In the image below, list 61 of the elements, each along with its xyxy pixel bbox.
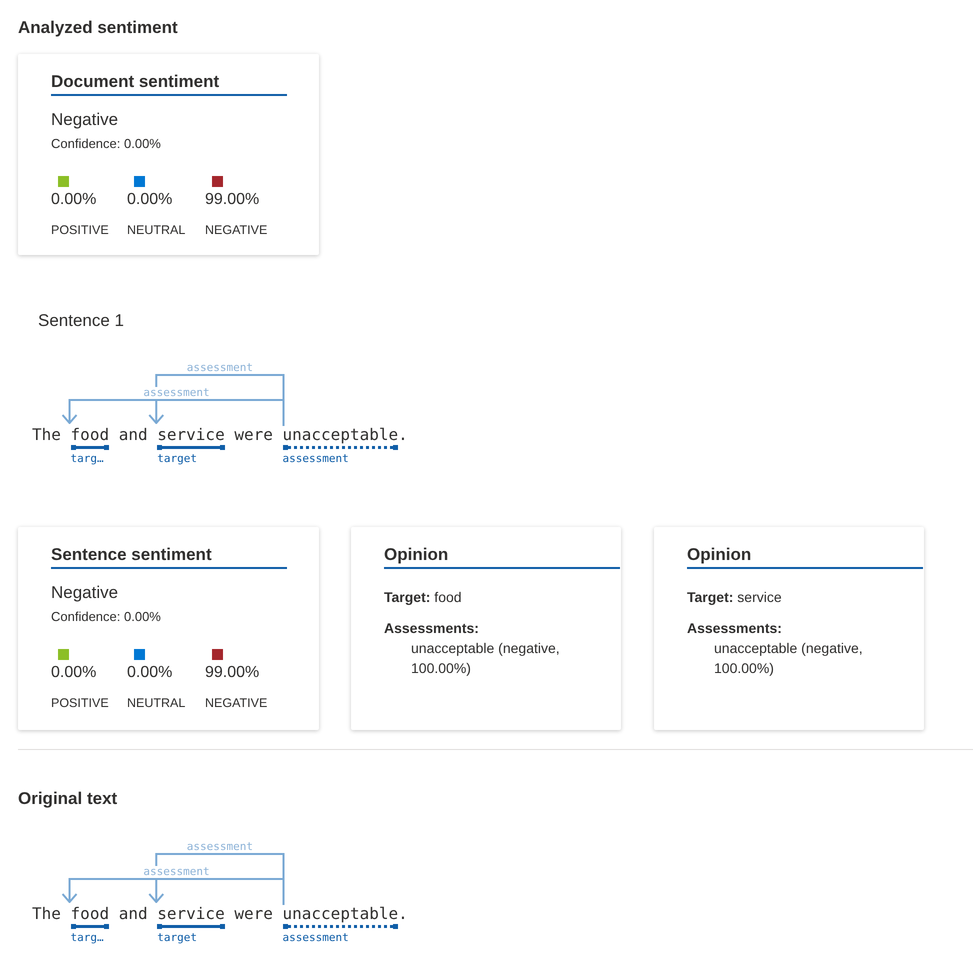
highlighted-word: service <box>157 904 225 923</box>
highlighted-word: unacceptable <box>282 904 398 923</box>
arrow <box>148 853 285 905</box>
arrow <box>62 878 285 905</box>
word: . <box>398 425 408 444</box>
card <box>654 527 924 730</box>
sentiment-value: Negative <box>51 110 118 130</box>
word: The <box>32 904 61 923</box>
span-tag: target <box>157 931 198 944</box>
category-label: NEUTRAL <box>127 223 186 237</box>
assessment-text: unacceptable (negative, 100.00%) <box>714 639 864 678</box>
percent-value: 0.00% <box>51 191 96 209</box>
arrow <box>148 374 285 426</box>
opinion-field: Assessments: <box>687 618 887 638</box>
confidence-text: Confidence: 0.00% <box>51 136 161 151</box>
card-heading: Opinion <box>384 545 620 569</box>
highlighted-word: food <box>70 904 110 923</box>
category-label: NEGATIVE <box>205 696 268 710</box>
category-label: NEUTRAL <box>127 696 186 710</box>
word: were <box>234 425 273 444</box>
edge-label: assessment <box>142 387 211 399</box>
span-tag: targ… <box>70 931 104 944</box>
arrow <box>62 399 285 426</box>
percent-value: 0.00% <box>127 664 172 682</box>
card <box>351 527 621 730</box>
word: and <box>118 904 148 923</box>
section-heading: Analyzed sentiment <box>18 18 178 38</box>
percent-value: 0.00% <box>127 191 172 209</box>
span-tag: target <box>157 452 198 465</box>
card-heading: Opinion <box>687 545 923 569</box>
highlighted-word: unacceptable <box>282 425 398 444</box>
span-tag: assessment <box>282 452 349 465</box>
word: were <box>234 904 273 923</box>
span-tag: targ… <box>70 452 104 465</box>
confidence-text: Confidence: 0.00% <box>51 609 161 624</box>
opinion-field: Assessments: <box>384 618 584 638</box>
card-heading: Sentence sentiment <box>51 545 287 569</box>
card <box>18 527 319 730</box>
word: and <box>118 425 148 444</box>
percent-value: 99.00% <box>205 664 260 682</box>
category-label: NEGATIVE <box>205 223 268 237</box>
section-heading: Original text <box>18 789 118 809</box>
assessment-text: unacceptable (negative, 100.00%) <box>411 639 561 678</box>
edge-label: assessment <box>186 362 254 374</box>
category-label: POSITIVE <box>51 696 109 710</box>
word: . <box>398 904 408 923</box>
sentiment-value: Negative <box>51 583 118 603</box>
word: The <box>32 425 61 444</box>
edge-label: assessment <box>186 841 254 853</box>
card <box>18 54 319 255</box>
section-subheading: Sentence 1 <box>38 311 124 331</box>
opinion-field: Target: service <box>687 587 887 607</box>
opinion-field: Target: food <box>384 587 584 607</box>
percent-value: 0.00% <box>51 664 96 682</box>
highlighted-word: food <box>70 425 110 444</box>
highlighted-word: service <box>157 425 225 444</box>
percent-value: 99.00% <box>205 191 260 209</box>
card-heading: Document sentiment <box>51 72 287 96</box>
edge-label: assessment <box>142 866 211 878</box>
category-label: POSITIVE <box>51 223 109 237</box>
span-tag: assessment <box>282 931 349 944</box>
